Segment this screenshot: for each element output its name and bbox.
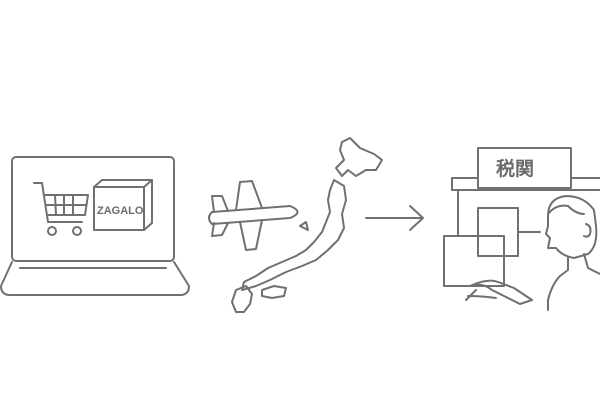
customs-officer-icon xyxy=(545,195,600,311)
arrow-right-icon xyxy=(365,205,424,231)
airplane-icon xyxy=(208,180,299,251)
shopping-cart-icon xyxy=(33,182,89,236)
customs-building-icon xyxy=(451,147,600,257)
laptop-icon xyxy=(0,156,190,296)
customs-sign-label: 税関 xyxy=(496,157,534,180)
brand-box-label: ZAGALO xyxy=(97,205,144,217)
japan-map-icon xyxy=(231,137,383,313)
parcel-icon xyxy=(443,235,533,305)
package-icon: ZAGALO xyxy=(93,179,153,231)
